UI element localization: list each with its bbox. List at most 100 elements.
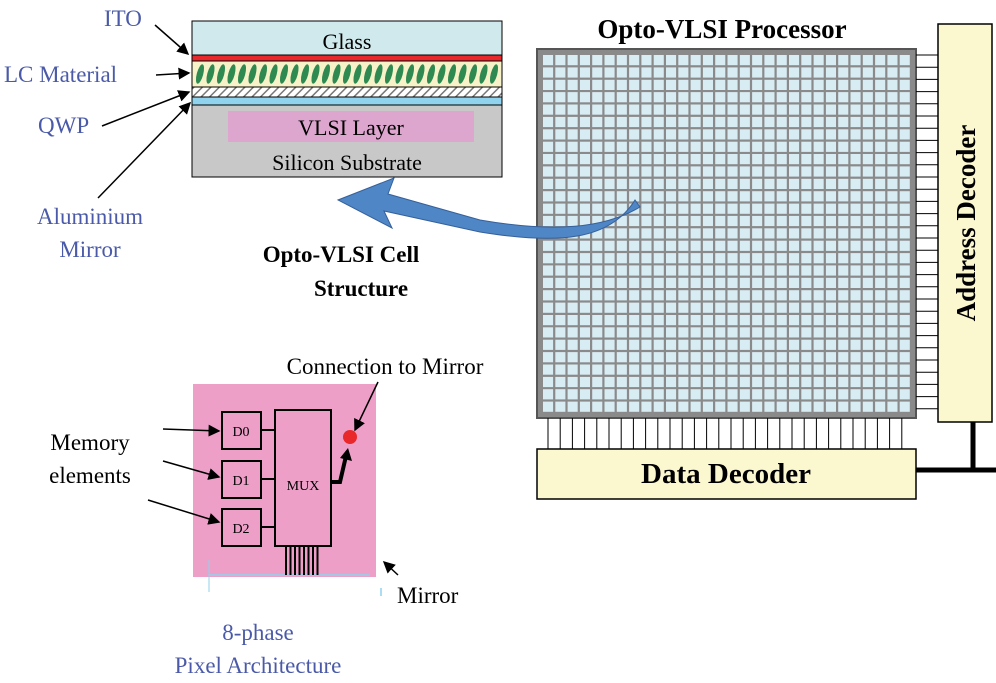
grid-pixel [629, 104, 640, 115]
grid-pixel [555, 315, 566, 326]
grid-pixel [801, 55, 812, 66]
grid-pixel [579, 116, 590, 128]
grid-pixel [764, 92, 775, 103]
grid-pixel [702, 240, 713, 251]
grid-pixel [875, 364, 886, 375]
grid-pixel [752, 401, 763, 412]
grid-pixel [678, 104, 689, 115]
grid-pixel [875, 228, 886, 239]
grid-pixel [875, 253, 886, 264]
grid-pixel [653, 55, 664, 66]
grid-pixel [862, 302, 873, 313]
grid-pixel [838, 302, 849, 313]
grid-pixel [543, 92, 554, 103]
grid-pixel [604, 315, 615, 326]
grid-pixel [801, 389, 812, 400]
grid-pixel [789, 129, 800, 140]
grid-pixel [862, 116, 873, 128]
grid-pixel [776, 129, 787, 140]
cell-structure: Glass VLSI Layer Silicon Substrate ITO L… [4, 6, 503, 301]
grid-pixel [592, 352, 603, 363]
grid-pixel [678, 178, 689, 189]
grid-pixel [543, 352, 554, 363]
grid-pixel [887, 166, 898, 177]
grid-pixel [555, 116, 566, 128]
grid-pixel [776, 203, 787, 214]
grid-pixel [838, 253, 849, 264]
grid-pixel [567, 215, 578, 227]
grid-pixel [813, 67, 824, 78]
d0-label: D0 [232, 425, 249, 440]
grid-pixel [641, 290, 652, 301]
grid-pixel [678, 141, 689, 152]
grid-pixel [629, 228, 640, 239]
grid-pixel [715, 302, 726, 313]
grid-pixel [702, 67, 713, 78]
grid-pixel [752, 389, 763, 400]
grid-pixel [702, 364, 713, 375]
lc-molecule [227, 64, 236, 84]
grid-pixel [752, 141, 763, 152]
grid-pixel [567, 389, 578, 400]
grid-pixel [629, 376, 640, 388]
grid-pixel [850, 104, 861, 115]
grid-pixel [776, 339, 787, 350]
grid-pixel [567, 67, 578, 78]
d1-register [221, 460, 262, 499]
lc-pointer [155, 67, 191, 80]
grid-pixel [629, 215, 640, 227]
grid-pixel [579, 290, 590, 301]
grid-pixel [752, 339, 763, 350]
grid-pixel [555, 215, 566, 227]
grid-pixel [887, 191, 898, 202]
grid-pixel [789, 389, 800, 400]
grid-pixel [887, 240, 898, 251]
grid-pixel [801, 191, 812, 202]
grid-pixel [666, 166, 677, 177]
grid-pixel [592, 253, 603, 264]
grid-pixel [752, 228, 763, 239]
grid-pixel [690, 67, 701, 78]
grid-pixel [850, 376, 861, 388]
grid-pixel [801, 315, 812, 326]
grid-pixel [690, 92, 701, 103]
grid-pixel [899, 265, 910, 276]
grid-pixel [887, 327, 898, 338]
grid-pixel [825, 315, 836, 326]
grid-pixel [825, 129, 836, 140]
grid-pixel [838, 364, 849, 375]
grid-pixel [850, 154, 861, 165]
grid-pixel [887, 290, 898, 301]
grid-pixel [727, 55, 738, 66]
lc-molecule [290, 64, 299, 84]
grid-pixel [616, 228, 627, 239]
grid-pixel [739, 228, 750, 239]
grid-pixel [629, 389, 640, 400]
grid-pixel [567, 92, 578, 103]
grid-pixel [764, 228, 775, 239]
grid-pixel [604, 55, 615, 66]
grid-pixel [690, 315, 701, 326]
grid-pixel [666, 154, 677, 165]
grid-pixel [690, 228, 701, 239]
grid-pixel [825, 228, 836, 239]
lc-molecule [363, 64, 373, 84]
grid-pixel [887, 55, 898, 66]
grid-pixel [579, 339, 590, 350]
memory-pointer-d2 [147, 499, 221, 525]
grid-pixel [899, 277, 910, 288]
grid-pixel [690, 129, 701, 140]
grid-pixel [690, 141, 701, 152]
grid-pixel [764, 178, 775, 189]
grid-pixel [604, 166, 615, 177]
grid-pixel [592, 215, 603, 227]
grid-pixel [702, 79, 713, 90]
grid-pixel [813, 228, 824, 239]
address-pins [916, 54, 938, 410]
grid-pixel [616, 364, 627, 375]
grid-pixel [653, 129, 664, 140]
grid-pixel [875, 129, 886, 140]
grid-pixel [813, 92, 824, 103]
grid-pixel [899, 154, 910, 165]
grid-pixel [653, 67, 664, 78]
